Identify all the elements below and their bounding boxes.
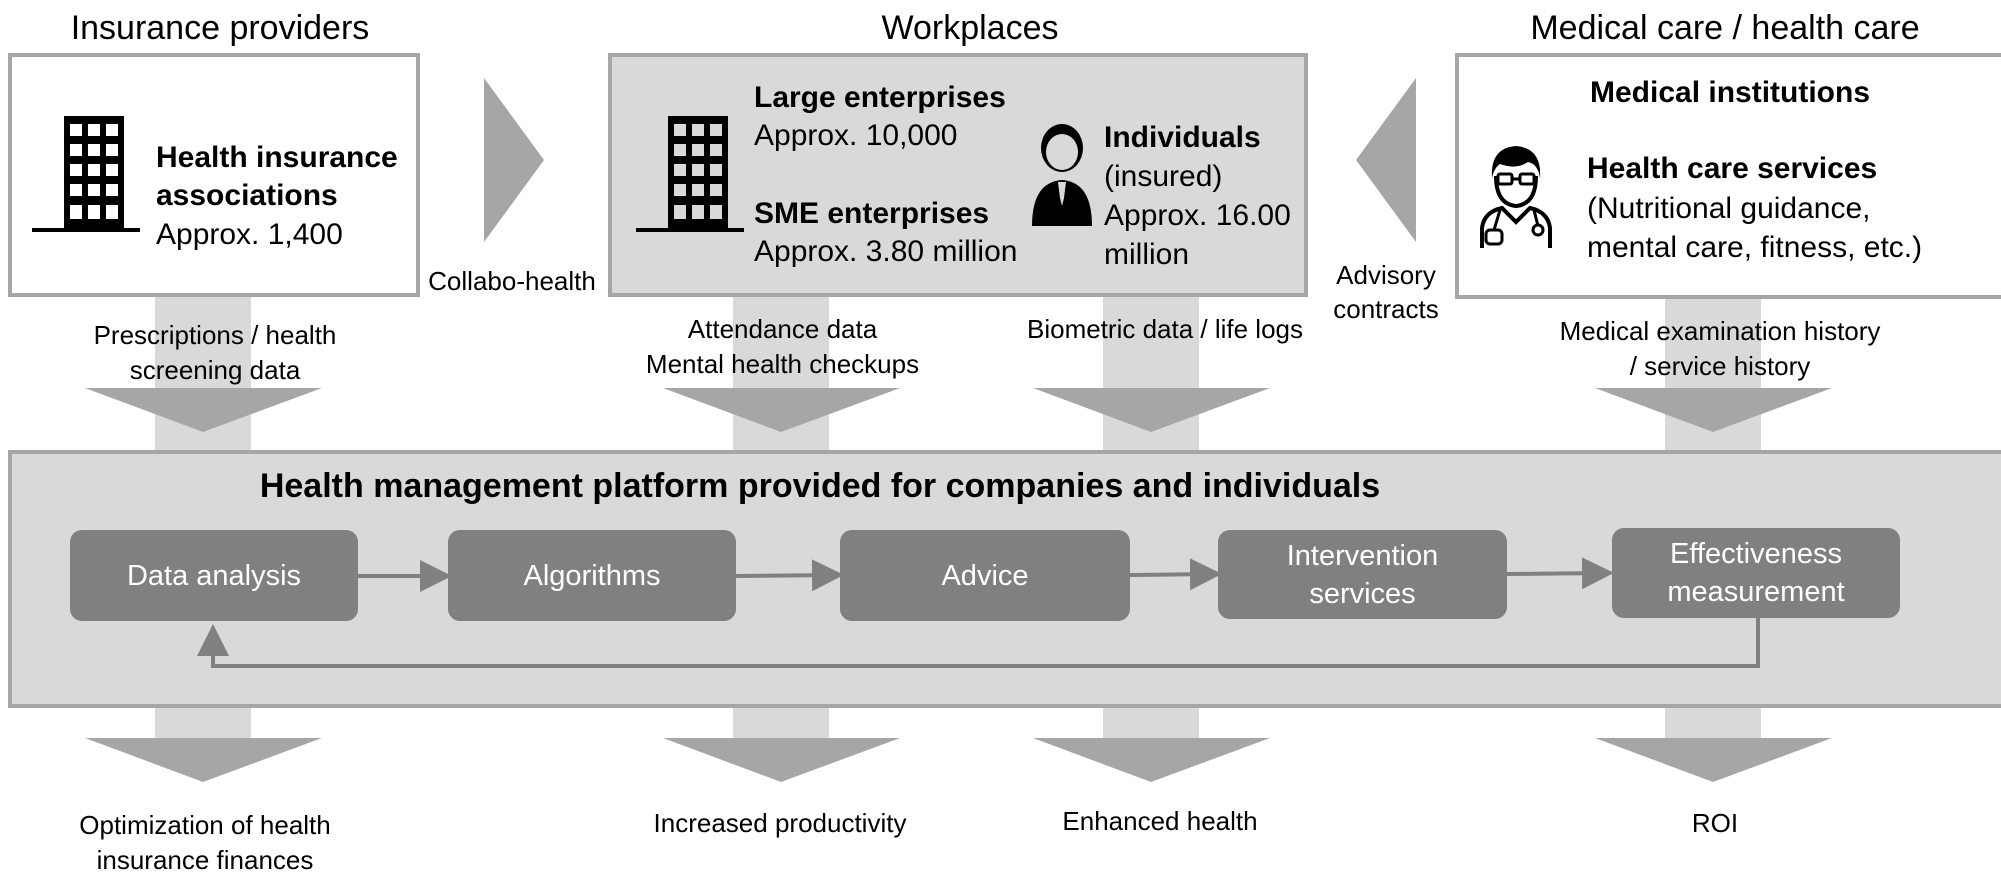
individuals-title: Individuals	[1104, 121, 1261, 154]
step-effectiveness-measurement: Effectiveness measurement	[1612, 528, 1900, 618]
collabo-health-label: Collabo-health	[428, 266, 596, 296]
individual-input-label: Biometric data / life logs	[1026, 314, 1303, 344]
office-building-icon	[636, 116, 744, 232]
large-enterprises-count: Approx. 10,000	[754, 119, 958, 152]
insurance-count: Approx. 1,400	[156, 218, 343, 251]
down-arrow-insurance-out	[85, 738, 322, 782]
individuals-count-line1: Approx. 16.00	[1104, 199, 1291, 232]
down-arrow-individual-in	[1033, 388, 1270, 432]
step-algorithms: Algorithms	[448, 530, 736, 621]
step-intervention-services: Intervention services	[1218, 530, 1507, 619]
platform-title: Health management platform provided for …	[259, 467, 1381, 505]
individuals-sub: (insured)	[1104, 160, 1223, 193]
sme-enterprises-title: SME enterprises	[754, 197, 990, 230]
office-building-icon	[32, 116, 140, 232]
step-advice: Advice	[840, 530, 1130, 621]
insurance-input-line2: screening data	[129, 355, 301, 385]
down-arrow-medical-out	[1595, 738, 1832, 782]
health-care-services-line1: (Nutritional guidance,	[1587, 192, 1871, 225]
step-data-analysis: Data analysis	[70, 530, 358, 621]
health-care-services-title: Health care services	[1587, 152, 1878, 185]
outcome-insurance-line1: Optimization of health	[79, 810, 331, 840]
insurance-name-line2: associations	[156, 179, 338, 212]
workplace-input-line2: Mental health checkups	[645, 349, 920, 379]
insurance-name-line1: Health insurance	[156, 141, 398, 174]
doctor-icon	[1480, 146, 1552, 248]
down-arrow-medical-in	[1595, 388, 1832, 432]
outcome-roi: ROI	[1691, 808, 1739, 838]
medical-institutions-title: Medical institutions	[1589, 76, 1871, 109]
outcome-productivity: Increased productivity	[653, 808, 907, 838]
advisory-contracts-line1: Advisory	[1336, 260, 1436, 290]
right-triangle-collabo	[484, 78, 544, 242]
down-arrow-workplace-in	[663, 388, 900, 432]
left-triangle-advisory	[1356, 78, 1416, 242]
medical-input-line1: Medical examination history	[1559, 316, 1881, 346]
person-icon	[1032, 124, 1092, 226]
outcome-insurance-line2: insurance finances	[96, 845, 314, 875]
workplace-input-line1: Attendance data	[687, 314, 878, 344]
health-care-services-line2: mental care, fitness, etc.)	[1587, 231, 1923, 264]
header-medical-care: Medical care / health care	[1530, 9, 1920, 47]
down-arrow-workplace-out	[663, 738, 900, 782]
down-arrow-individual-out	[1033, 738, 1270, 782]
medical-input-line2: / service history	[1629, 351, 1811, 381]
header-workplaces: Workplaces	[881, 9, 1059, 47]
header-insurance-providers: Insurance providers	[70, 9, 370, 47]
sme-enterprises-count: Approx. 3.80 million	[754, 235, 1018, 268]
down-arrow-insurance-in	[85, 388, 322, 432]
individuals-count-line2: million	[1104, 238, 1190, 271]
outcome-health: Enhanced health	[1062, 806, 1258, 836]
insurance-input-line1: Prescriptions / health	[93, 320, 337, 350]
medical-care-box	[1455, 53, 2001, 299]
advisory-contracts-line2: contracts	[1333, 294, 1439, 324]
large-enterprises-title: Large enterprises	[754, 81, 1006, 114]
